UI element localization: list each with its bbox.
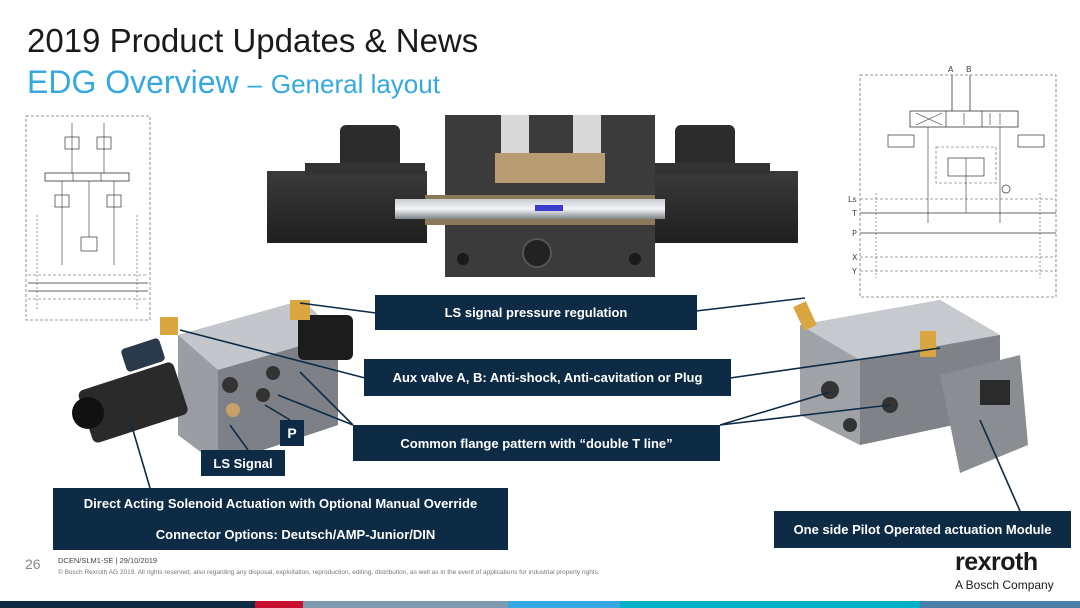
callout-flange-pattern: Common flange pattern with “double T lin… <box>353 425 720 461</box>
bottom-color-bar <box>0 601 1080 608</box>
copyright-notice: © Bosch Rexroth AG 2019. All rights rese… <box>58 569 600 576</box>
subtitle-rest: General layout <box>270 69 440 99</box>
pilot-operated-valve-image <box>793 300 1028 473</box>
direct-acting-line-2: Connector Options: Deutsch/AMP-Junior/DI… <box>155 527 436 542</box>
callout-p-port: P <box>280 420 304 446</box>
right-label-a: A <box>948 65 954 74</box>
slide-title: 2019 Product Updates & News <box>27 22 479 59</box>
slide-subtitle: EDG Overview – General layout <box>27 64 440 101</box>
page-number: 26 <box>25 556 41 572</box>
right-hydraulic-schematic: A B Ls T P X Y <box>848 65 1057 298</box>
callout-ls-signal-pressure-regulation: LS signal pressure regulation <box>375 295 697 330</box>
right-label-x: X <box>852 253 858 262</box>
right-label-b: B <box>966 65 972 74</box>
direct-acting-line-1: Direct Acting Solenoid Actuation with Op… <box>83 496 478 511</box>
left-hydraulic-schematic: LS T Y P <box>25 115 151 321</box>
right-label-ls: Ls <box>848 195 857 204</box>
right-label-y: Y <box>851 267 857 276</box>
callout-ls-signal: LS Signal <box>201 450 285 476</box>
rexroth-logo: rexroth <box>955 548 1038 576</box>
callout-pilot-operated-module: One side Pilot Operated actuation Module <box>774 511 1071 548</box>
subtitle-main: EDG Overview <box>27 64 239 100</box>
logo-tagline: A Bosch Company <box>955 578 1054 592</box>
callout-direct-acting-solenoid: Direct Acting Solenoid Actuation with Op… <box>53 488 508 550</box>
right-label-t: T <box>851 209 857 218</box>
valve-cross-section-image <box>267 115 798 277</box>
callout-aux-valve: Aux valve A, B: Anti-shock, Anti-cavitat… <box>364 359 731 396</box>
subtitle-dash: – <box>247 69 262 99</box>
right-label-p: P <box>852 229 857 238</box>
document-code: DCEN/SLM1-SE | 29/10/2019 <box>58 556 158 565</box>
